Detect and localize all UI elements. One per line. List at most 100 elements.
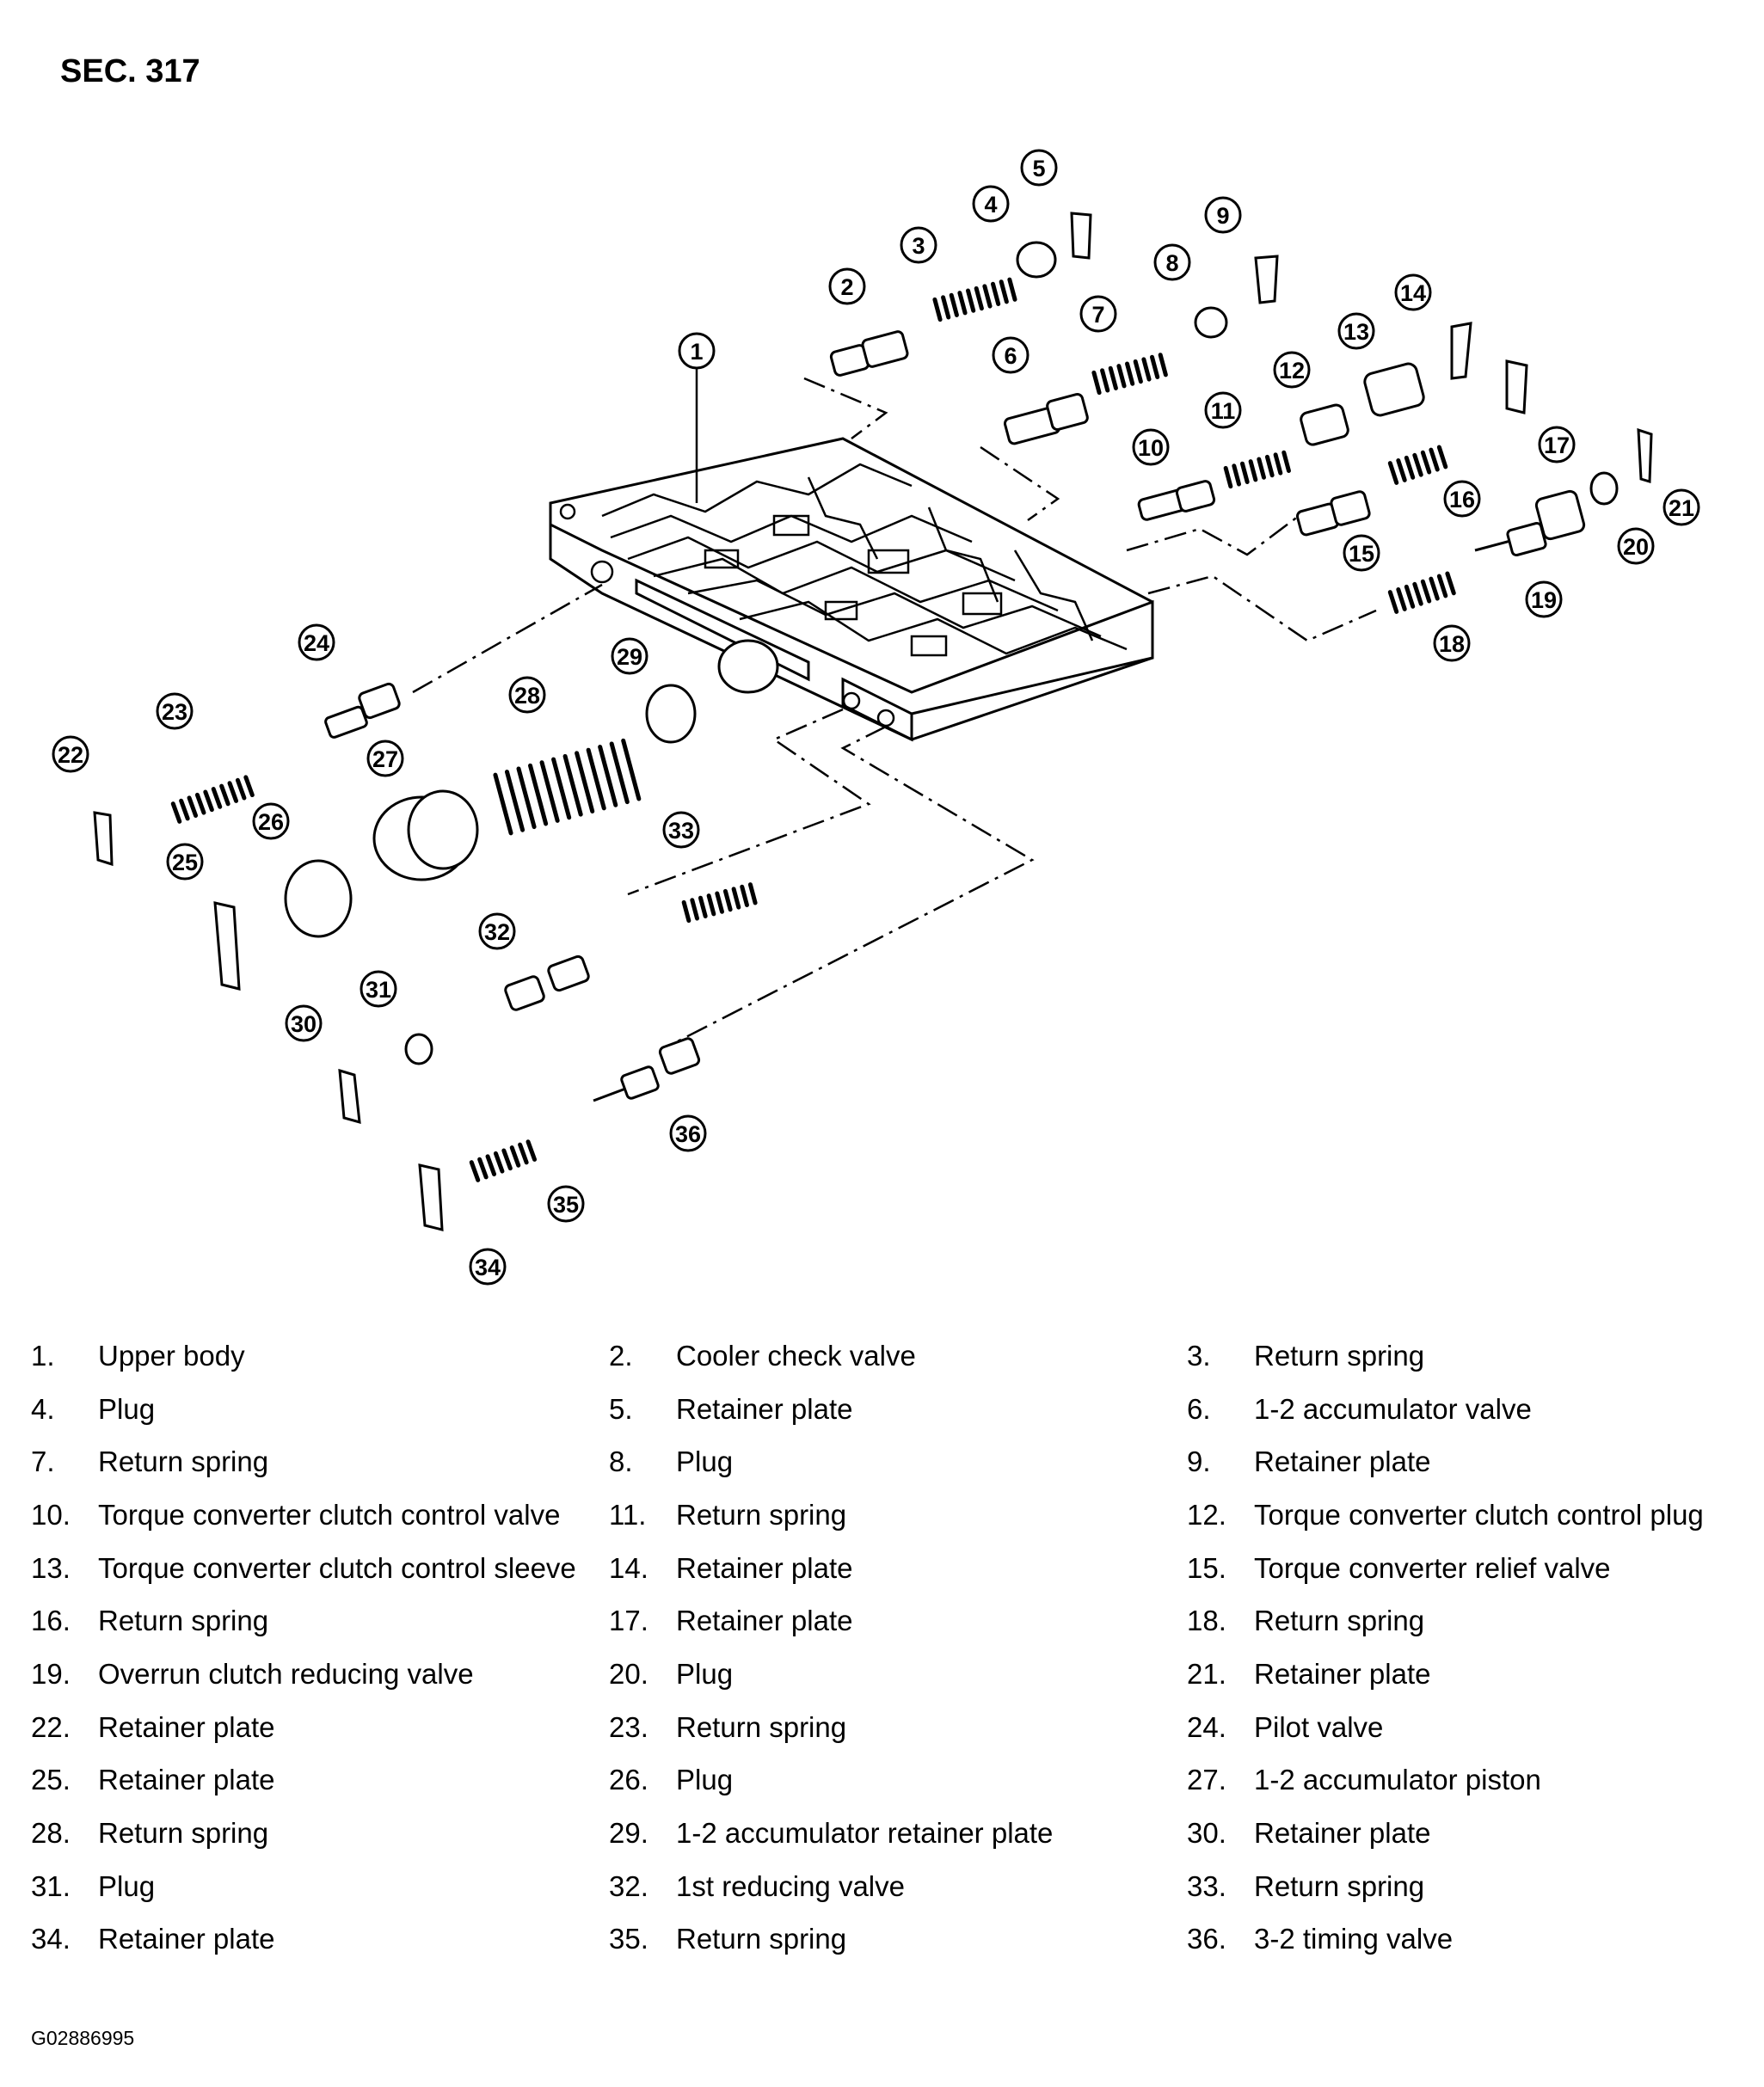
legend-item: 28.Return spring <box>31 1814 609 1868</box>
svg-text:8: 8 <box>1165 250 1178 276</box>
legend-number: 33. <box>1187 1869 1226 1902</box>
legend-number: 10. <box>31 1498 71 1531</box>
svg-text:11: 11 <box>1211 398 1236 424</box>
callout-24: 24 <box>298 623 335 661</box>
legend-number: 11. <box>609 1498 647 1531</box>
legend-item: 9.Retainer plate <box>1187 1443 1742 1496</box>
legend-number: 28. <box>31 1816 71 1849</box>
legend-label: Overrun clutch reducing valve <box>98 1657 474 1690</box>
legend-label: Retainer plate <box>1254 1446 1431 1478</box>
legend-item: 19. Overrun clutch reducing valve <box>31 1655 609 1709</box>
figure-id: G02886995 <box>31 2027 135 2049</box>
callout-22: 22 <box>52 735 89 773</box>
legend-label: Retainer plate <box>676 1551 853 1584</box>
legend-item: 33.Return spring <box>1187 1868 1742 1921</box>
legend-item: 26.Plug <box>609 1761 1187 1814</box>
svg-text:19: 19 <box>1531 587 1557 613</box>
callout-12: 12 <box>1273 351 1311 389</box>
callout-15: 15 <box>1343 534 1380 572</box>
upper-body-drawing <box>549 344 1154 742</box>
callout-markers: 1234567891011121314151617181920212223242… <box>52 149 1700 1286</box>
legend-item: 36. 3-2 timing valve <box>1187 1920 1742 1973</box>
legend-number: 2. <box>609 1340 633 1372</box>
legend-label: Retainer plate <box>1254 1657 1431 1690</box>
legend-number: 21. <box>1187 1657 1226 1690</box>
callout-34: 34 <box>469 1248 507 1286</box>
legend-number: 36. <box>1187 1923 1226 1955</box>
legend-label: Retainer plate <box>98 1923 275 1955</box>
callout-27: 27 <box>366 740 404 777</box>
legend-number: 29. <box>609 1816 648 1849</box>
legend-number: 13. <box>31 1551 71 1584</box>
legend-label: Retainer plate <box>1254 1816 1431 1849</box>
callout-18: 18 <box>1433 624 1471 662</box>
legend-number: 18. <box>1187 1605 1226 1637</box>
legend-number: 23. <box>609 1710 648 1743</box>
legend-label: Plug <box>676 1446 734 1478</box>
legend-number: 24. <box>1187 1710 1226 1743</box>
legend-label: Retainer plate <box>98 1764 275 1796</box>
svg-text:3: 3 <box>912 233 925 259</box>
legend-label: Return spring <box>98 1605 269 1637</box>
svg-text:6: 6 <box>1004 343 1017 369</box>
legend-item: 32. 1st reducing valve <box>609 1868 1187 1921</box>
callout-13: 13 <box>1337 312 1375 350</box>
legend-number: 16. <box>31 1605 71 1637</box>
svg-text:24: 24 <box>304 630 329 656</box>
svg-text:35: 35 <box>553 1192 579 1218</box>
legend-label: Plug <box>98 1392 156 1425</box>
leader-lines <box>412 377 1377 1047</box>
legend-label: Torque converter clutch control sleeve <box>98 1551 576 1584</box>
legend-label: Plug <box>676 1657 734 1690</box>
legend-number: 19. <box>31 1657 71 1690</box>
legend-item: 34.Retainer plate <box>31 1920 609 1973</box>
legend-item: 35. Return spring <box>609 1920 1187 1973</box>
callout-30: 30 <box>285 1004 323 1042</box>
legend-label: 3-2 timing valve <box>1254 1923 1454 1955</box>
legend-number: 35. <box>609 1923 648 1955</box>
legend-item: 6.1-2 accumulator valve <box>1187 1390 1742 1444</box>
svg-text:12: 12 <box>1279 358 1305 384</box>
svg-text:29: 29 <box>617 644 642 670</box>
callout-23: 23 <box>156 692 194 730</box>
legend-label: Upper body <box>98 1340 245 1372</box>
svg-text:28: 28 <box>514 683 540 709</box>
legend-label: Plug <box>676 1764 734 1796</box>
legend-label: Return spring <box>676 1923 847 1955</box>
legend-number: 7. <box>31 1446 55 1478</box>
svg-text:33: 33 <box>668 818 694 844</box>
legend-item: 18.Return spring <box>1187 1602 1742 1655</box>
callout-33: 33 <box>662 811 700 849</box>
legend-item: 4.Plug <box>31 1390 609 1444</box>
legend-item: 20.Plug <box>609 1655 1187 1709</box>
legend-label: 1st reducing valve <box>676 1869 905 1902</box>
legend-number: 30. <box>1187 1816 1226 1849</box>
callout-26: 26 <box>252 802 290 840</box>
callout-5: 5 <box>1020 149 1058 187</box>
legend-number: 32. <box>609 1869 648 1902</box>
svg-text:18: 18 <box>1439 631 1465 657</box>
legend-item: 16. Return spring <box>31 1602 609 1655</box>
callout-21: 21 <box>1663 488 1700 526</box>
legend-label: Return spring <box>98 1446 269 1478</box>
svg-text:16: 16 <box>1449 487 1475 513</box>
callout-2: 2 <box>828 267 866 305</box>
legend-item: 17.Retainer plate <box>609 1602 1187 1655</box>
svg-text:7: 7 <box>1091 302 1104 328</box>
svg-text:30: 30 <box>291 1011 317 1037</box>
svg-text:4: 4 <box>984 192 997 218</box>
legend-item: 2.Cooler check valve <box>609 1337 1187 1390</box>
legend-number: 25. <box>31 1764 71 1796</box>
legend-number: 22. <box>31 1710 71 1743</box>
callout-35: 35 <box>547 1185 585 1223</box>
callout-8: 8 <box>1153 243 1191 281</box>
legend-number: 15. <box>1187 1551 1226 1584</box>
svg-text:5: 5 <box>1032 156 1045 181</box>
callout-28: 28 <box>508 676 546 714</box>
callout-16: 16 <box>1443 480 1481 518</box>
legend-number: 17. <box>609 1605 648 1637</box>
legend-number: 6. <box>1187 1392 1211 1425</box>
callout-25: 25 <box>166 843 204 881</box>
springs <box>170 277 1456 1182</box>
